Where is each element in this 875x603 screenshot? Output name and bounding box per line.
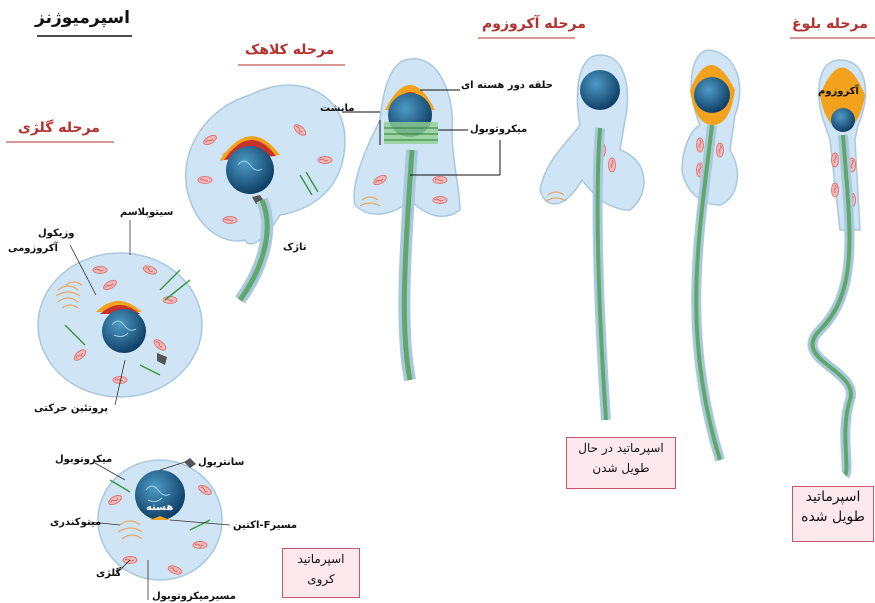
cap-stage-cell [186, 85, 345, 300]
label-manchette: مانشت [320, 103, 354, 114]
label-microtubule-round: میکروتوبول [55, 454, 112, 465]
elongating-spermatid-cell-2 [682, 50, 740, 460]
label-golgi: گلژی [96, 568, 121, 579]
label-microtubule-track: مسیرمیکروتوبول [152, 591, 236, 602]
label-microtubule-acrosome: میکروتوبول [470, 124, 527, 135]
stage-title-acrosome: مرحله آکروزوم [482, 16, 586, 32]
maturation-stage-cell [812, 60, 865, 475]
box-round-line2: کروی [283, 569, 359, 589]
box-elongating-line2: طویل شدن [567, 458, 675, 478]
label-acrosome: آکروزوم [818, 86, 859, 97]
box-round-line1: اسپرماتید [283, 549, 359, 569]
box-round-spermatid: اسپرماتید کروی [282, 548, 360, 598]
label-centriole: سانتریول [198, 457, 244, 468]
box-elongated-line1: اسپرماتید [793, 487, 873, 507]
round-spermatid-cell [98, 458, 222, 580]
stage-title-maturation: مرحله بلوغ [792, 16, 868, 32]
label-f-actin-track: مسیرF-اکتین [233, 520, 297, 531]
box-elongated-line2: طویل شده [793, 507, 873, 527]
label-motor-proteins: پروتئین حرکتی [34, 403, 108, 414]
label-mitochondria: میتوکندری [50, 517, 101, 528]
label-nucleus: هسته [146, 502, 173, 513]
label-flagellum: تاژک [283, 242, 307, 253]
golgi-stage-cell [38, 253, 202, 397]
label-acrosomal-vesicle-1: وزیکول [38, 228, 75, 239]
box-elongating-line1: اسپرماتید در حال [567, 438, 675, 458]
label-cytoplasm: سیتوپلاسم [120, 207, 173, 218]
box-elongated-spermatid: اسپرماتید طویل شده [792, 486, 874, 542]
page-title: اسپرمیوژنز [35, 8, 130, 28]
box-elongating-spermatid: اسپرماتید در حال طویل شدن [566, 437, 676, 489]
label-perinuclear-ring: حلقه دور هسته ای [461, 80, 553, 91]
stage-title-cap: مرحله کلاهک [245, 42, 334, 58]
elongating-spermatid-cell [540, 55, 644, 420]
stage-title-golgi: مرحله گلژی [18, 120, 100, 136]
acrosome-stage-cell [342, 59, 500, 380]
label-acrosomal-vesicle-2: آکروزومی [8, 243, 58, 254]
